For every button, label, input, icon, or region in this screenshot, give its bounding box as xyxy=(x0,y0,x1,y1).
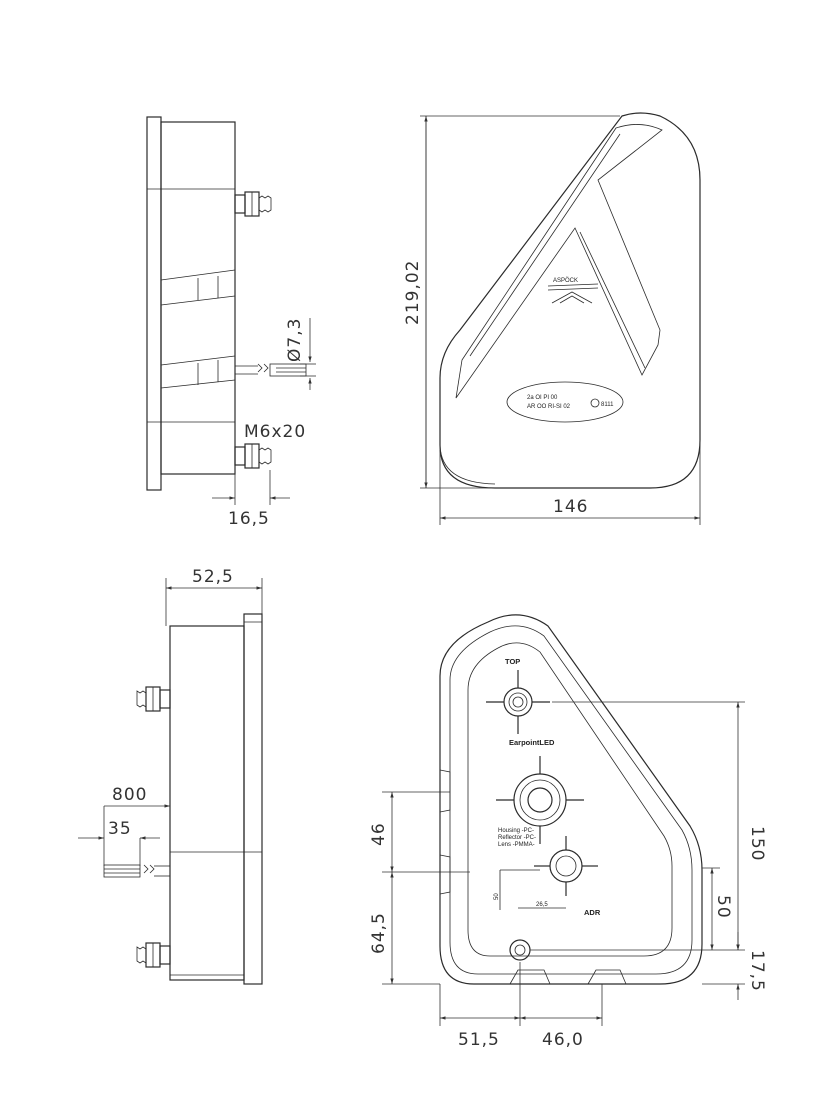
brand-logo-icon: ASPÖCK xyxy=(547,277,599,304)
bolt-upper-icon xyxy=(136,686,171,712)
dim-offset-46-0: 46,0 xyxy=(542,1030,584,1050)
dim-depth: 52,5 xyxy=(192,567,234,587)
bolt-upper-icon xyxy=(234,191,272,217)
dim-hole-spacing-upper: 46 xyxy=(369,822,389,846)
label-mark: 8111 xyxy=(601,402,614,408)
label-dim-50-small: 50 xyxy=(494,893,500,900)
label-top: TOP xyxy=(505,657,520,666)
cable-icon xyxy=(235,363,307,377)
dim-hole-spacing-lower: 64,5 xyxy=(369,912,389,954)
dim-offset-51-5: 51,5 xyxy=(458,1030,500,1050)
cable-icon xyxy=(103,864,170,878)
side-view-bottom: 52,5 800 35 xyxy=(78,567,263,985)
dim-height-50: 50 xyxy=(713,895,733,919)
brand-text: ASPÖCK xyxy=(553,277,578,284)
dim-width-total: 146 xyxy=(553,497,588,517)
dim-bolt-spec: M6x20 xyxy=(244,422,306,442)
label-dim-265: 26,5 xyxy=(536,902,548,908)
lower-hole-icon xyxy=(509,939,531,961)
label-line2: AR OO RI-SI 02 xyxy=(527,404,571,410)
dim-cable-length: 800 xyxy=(112,785,147,805)
bolt-lower-icon xyxy=(136,942,171,968)
dim-bolt-protrusion: 16,5 xyxy=(228,509,270,529)
label-line1: 2a OI PI 00 xyxy=(527,395,558,401)
connector-icon xyxy=(534,836,598,896)
dim-cable-strip: 35 xyxy=(108,819,132,839)
label-product: EarpointLED xyxy=(509,738,555,747)
dim-offset-17-5: 17,5 xyxy=(747,950,767,992)
dim-height-total: 219,02 xyxy=(403,260,423,325)
mount-center-icon xyxy=(496,756,584,844)
bolt-lower-icon xyxy=(234,443,272,469)
label-material-reflector: Reflector -PC- xyxy=(498,835,536,841)
label-material-housing: Housing -PC- xyxy=(498,828,534,834)
label-material-lens: Lens -PMMA- xyxy=(498,842,535,848)
front-view: ASPÖCK 2a OI PI 00 AR OO RI-SI 02 8111 2… xyxy=(403,112,701,525)
side-view-top: Ø7,3 M6x20 16,5 xyxy=(146,116,316,529)
mount-upper-icon xyxy=(486,670,550,734)
dim-cable-diameter: Ø7,3 xyxy=(285,318,305,362)
dim-height-150: 150 xyxy=(747,826,767,861)
back-view: TOP EarpointLED ADR 26,5 50 Housing -PC-… xyxy=(369,614,767,1050)
label-adr: ADR xyxy=(584,908,601,917)
